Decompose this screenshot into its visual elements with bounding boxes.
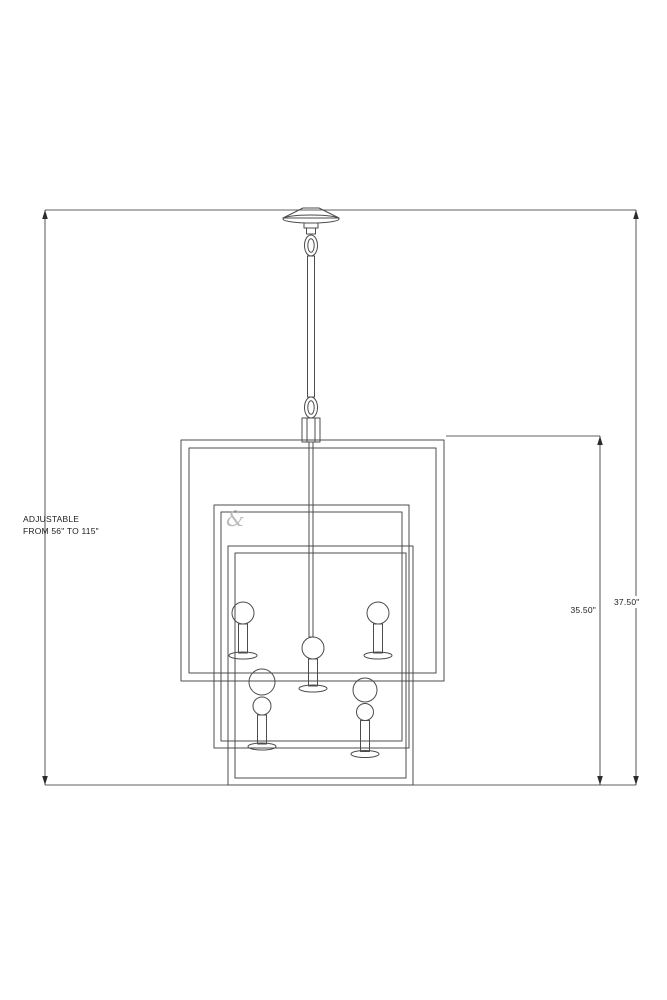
bulb-lower-left: [247, 668, 277, 751]
dimension-overall-height-label: 37.50": [612, 596, 642, 608]
bulb-upper-right: [363, 601, 393, 660]
bulb-center: [298, 636, 328, 693]
dimension-arrowheads: [42, 210, 639, 785]
arrow-icon: [42, 776, 48, 785]
ampersand-watermark: &: [226, 507, 245, 531]
bulb-lower-right: [350, 677, 380, 758]
hang-loop-upper: [304, 234, 318, 257]
arrow-icon: [42, 210, 48, 219]
adjustable-note-line2: FROM 56" TO 115": [23, 526, 99, 536]
connector-block: [301, 417, 321, 443]
fixture: [180, 207, 445, 786]
frame-upper: [180, 439, 445, 682]
arrow-icon: [597, 776, 603, 785]
ceiling-canopy: [282, 207, 340, 235]
center-rod: [308, 441, 314, 638]
arrow-icon: [597, 436, 603, 445]
frame-middle: [213, 504, 410, 749]
dimension-lines: [44, 209, 637, 786]
stem-rod: [307, 255, 315, 398]
dimension-fixture-height-label: 35.50": [570, 605, 596, 615]
frame-lower: [227, 545, 414, 786]
bulb-upper-left: [228, 601, 258, 660]
arrow-icon: [633, 776, 639, 785]
hang-loop-lower: [304, 396, 318, 419]
adjustable-note: ADJUSTABLE FROM 56" TO 115": [23, 513, 99, 537]
adjustable-note-line1: ADJUSTABLE: [23, 514, 80, 524]
arrow-icon: [633, 210, 639, 219]
